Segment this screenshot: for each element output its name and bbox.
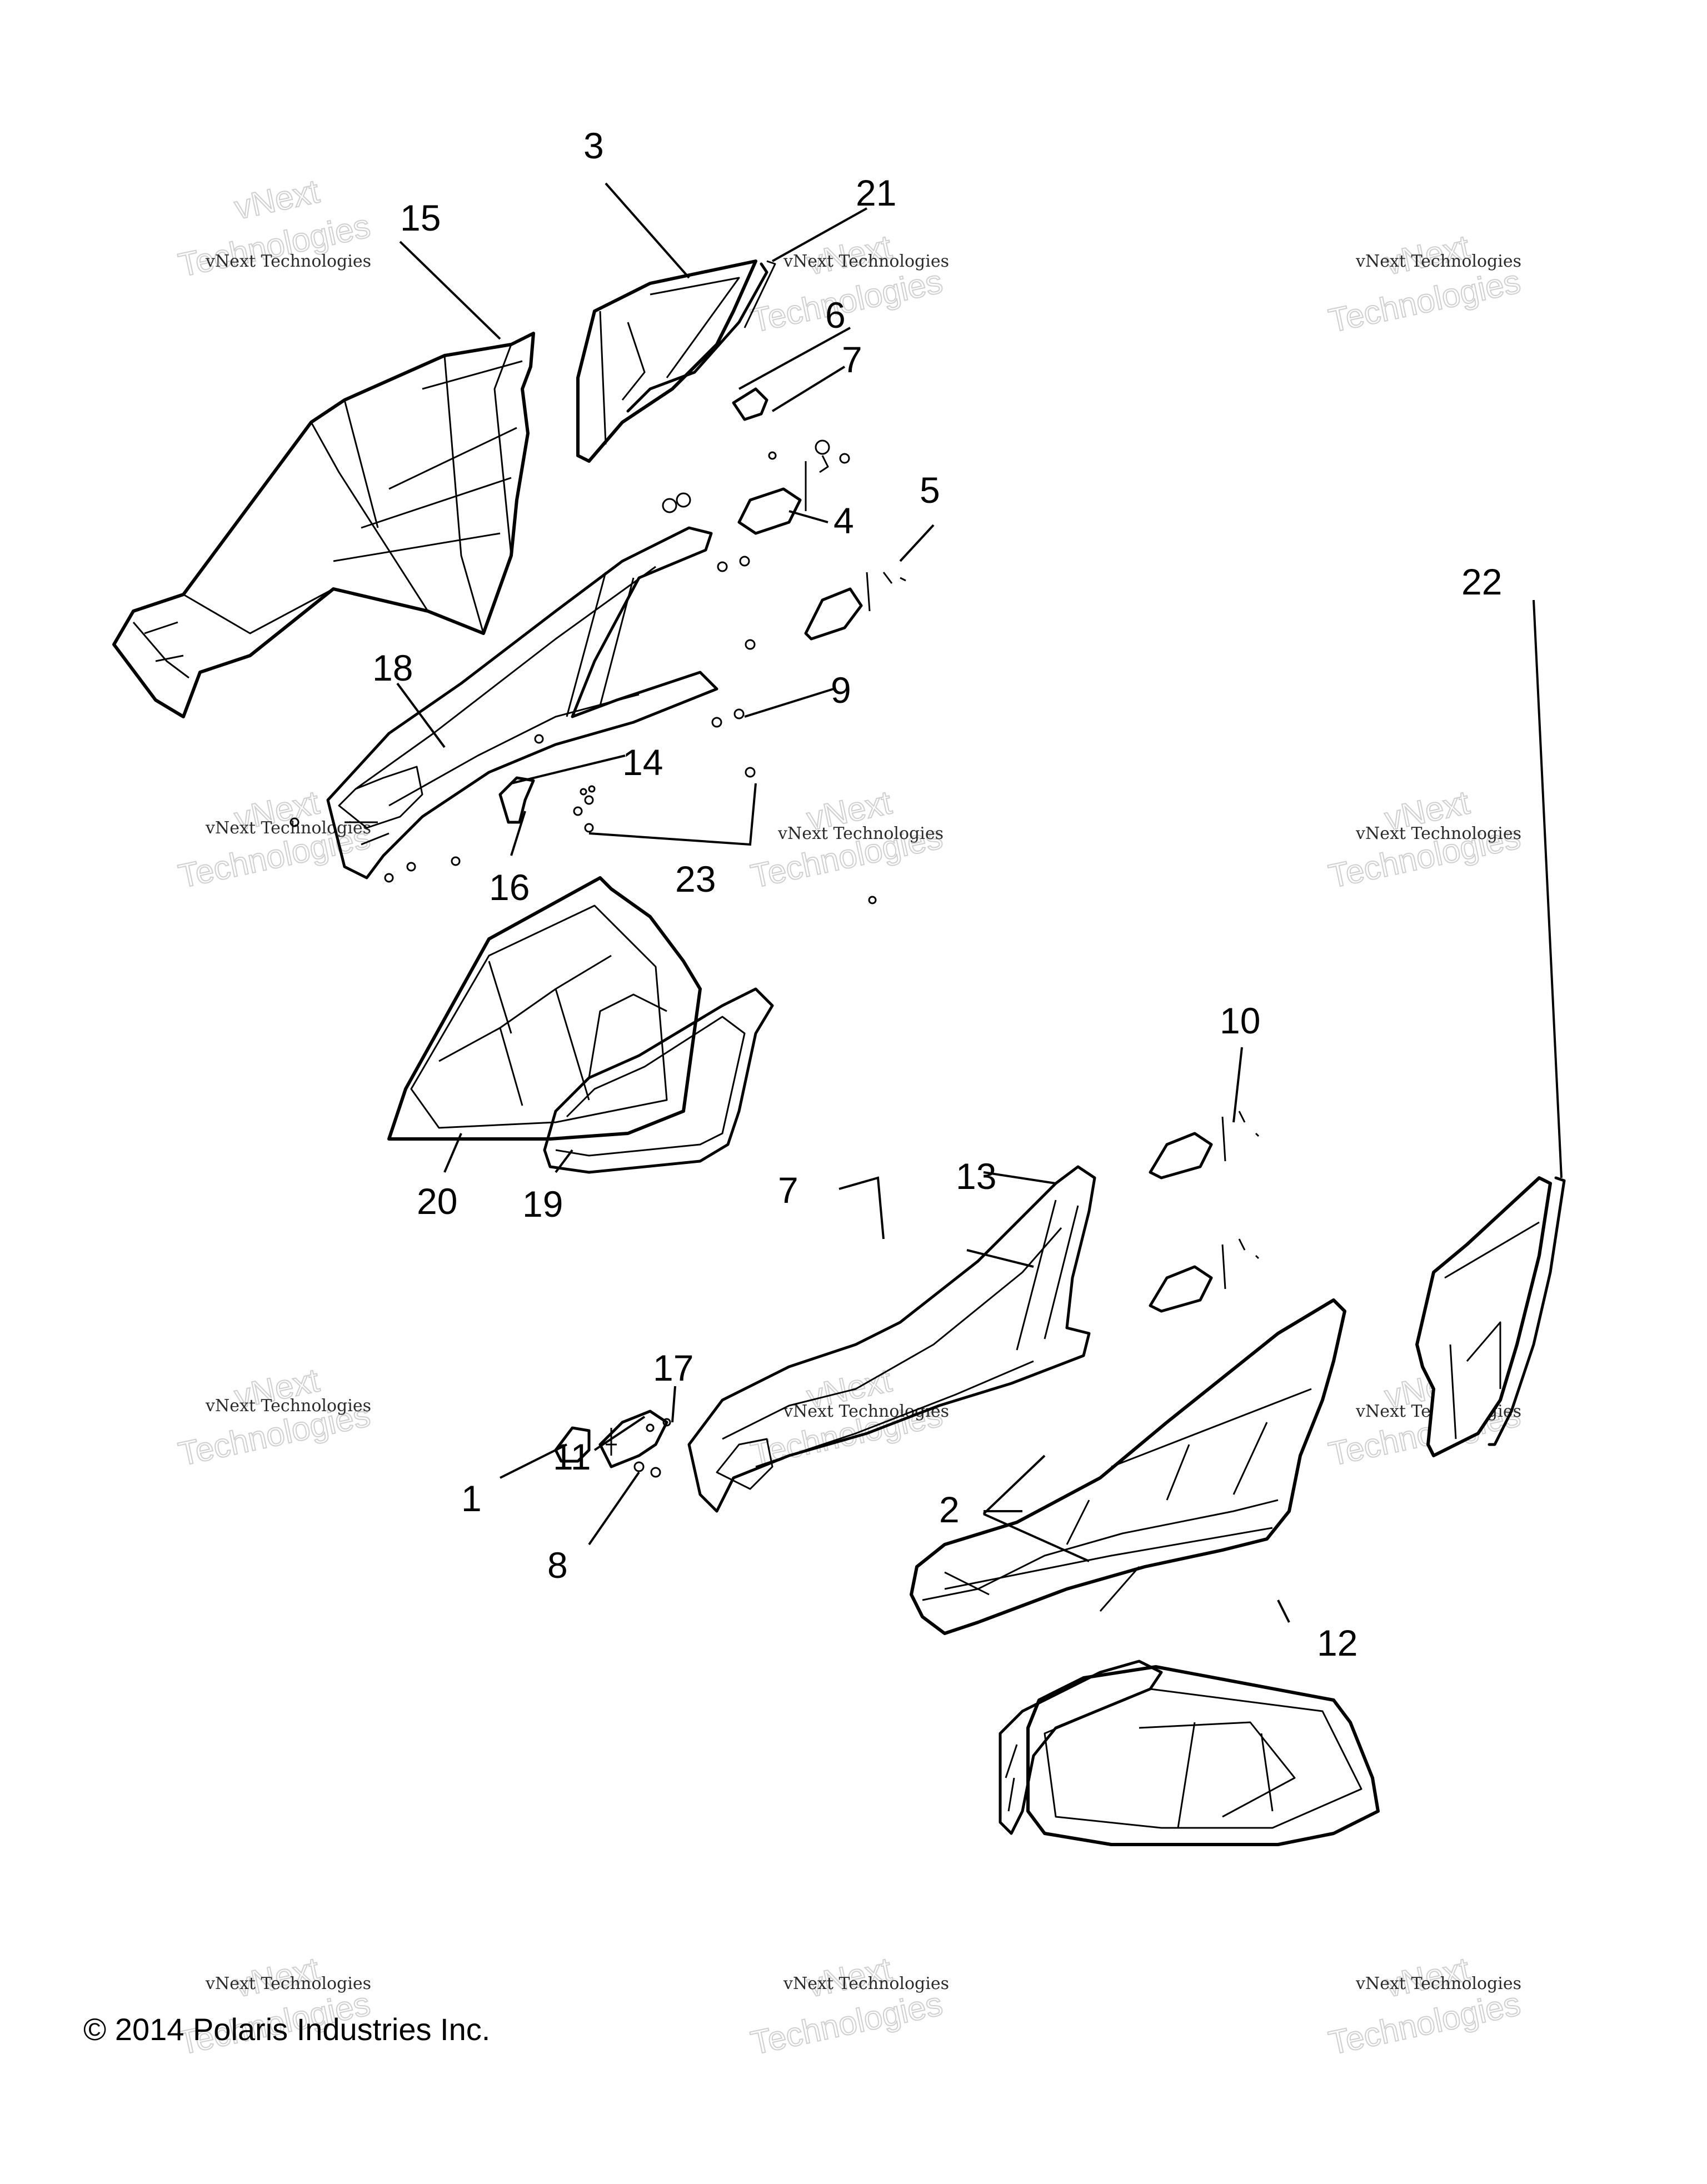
part-8-screws — [633, 1461, 661, 1478]
callout-7-lower: 7 — [778, 1170, 798, 1211]
watermark-text: vNext Technologies — [205, 1396, 371, 1416]
part-21-seal — [626, 262, 768, 413]
leader-lines — [396, 182, 1563, 1623]
part-15-door-panel — [112, 332, 535, 718]
callout-17: 17 — [653, 1347, 693, 1388]
watermark-text: vNext Technologies — [1355, 1974, 1521, 1993]
part-22-seal — [1488, 1176, 1566, 1446]
part-22-window-panel — [1415, 1176, 1566, 1457]
watermark-text: vNext Technologies — [783, 1974, 949, 1993]
watermark-text: vNext Technologies — [205, 818, 371, 838]
part-6-clip — [732, 387, 768, 421]
part-17-washers — [646, 1418, 671, 1432]
fasteners — [290, 439, 877, 904]
watermark: Technologies vNext — [1325, 1950, 1524, 2062]
part-11-latch — [598, 1410, 668, 1468]
watermark-text: vNext Technologies — [783, 252, 949, 271]
watermark: Technologies vNext — [1325, 227, 1524, 340]
callout-15: 15 — [400, 197, 441, 238]
callout-2: 2 — [939, 1489, 960, 1530]
watermark: Technologies vNext — [747, 1950, 946, 2062]
part-13-door-frame — [687, 1165, 1096, 1513]
watermark-text: vNext Technologies — [205, 1974, 371, 1993]
watermark-text: vNext Technologies — [1355, 824, 1521, 843]
callout-19: 19 — [522, 1183, 563, 1225]
callout-9: 9 — [831, 669, 851, 711]
callout-22: 22 — [1461, 561, 1502, 602]
part-1-handle — [554, 1426, 591, 1463]
lower-door-assembly — [999, 1660, 1380, 1846]
part-12-door-panel — [910, 1298, 1346, 1635]
svg-text:vNext: vNext — [231, 172, 322, 226]
part-4-hinge — [737, 455, 829, 535]
watermark-text: vNext Technologies — [205, 252, 371, 271]
callout-10: 10 — [1220, 1000, 1260, 1041]
callout-4: 4 — [833, 500, 854, 541]
callout-21: 21 — [856, 172, 896, 213]
part-18-door-frame — [326, 526, 718, 879]
callout-11: 11 — [553, 1436, 591, 1477]
callout-16: 16 — [489, 867, 530, 908]
callout-12: 12 — [1317, 1622, 1357, 1663]
part-19-tube-frame — [543, 987, 774, 1174]
callout-14: 14 — [622, 742, 663, 783]
watermark-text: vNext Technologies — [777, 824, 944, 843]
callout-18: 18 — [372, 647, 413, 688]
callout-3: 3 — [583, 125, 604, 166]
callout-8: 8 — [547, 1545, 568, 1586]
part-20-door-panel — [387, 876, 702, 1141]
callout-20: 20 — [417, 1181, 457, 1222]
part-10-hinge — [1149, 1111, 1260, 1313]
callout-13: 13 — [956, 1156, 996, 1197]
callout-5: 5 — [920, 469, 940, 511]
copyright-notice: © 2014 Polaris Industries Inc. — [83, 2012, 491, 2047]
callouts: 3 21 15 6 7 4 5 9 18 14 16 23 10 22 13 7… — [372, 125, 1502, 1663]
callout-7: 7 — [842, 339, 862, 380]
part-5-hinge — [804, 572, 906, 641]
part-14-bracket — [498, 776, 535, 824]
watermark-text: vNext Technologies — [1355, 252, 1521, 271]
callout-6: 6 — [825, 294, 846, 336]
callout-1: 1 — [461, 1478, 482, 1519]
callout-23: 23 — [675, 858, 716, 899]
part-3-upper-panel — [576, 259, 776, 463]
